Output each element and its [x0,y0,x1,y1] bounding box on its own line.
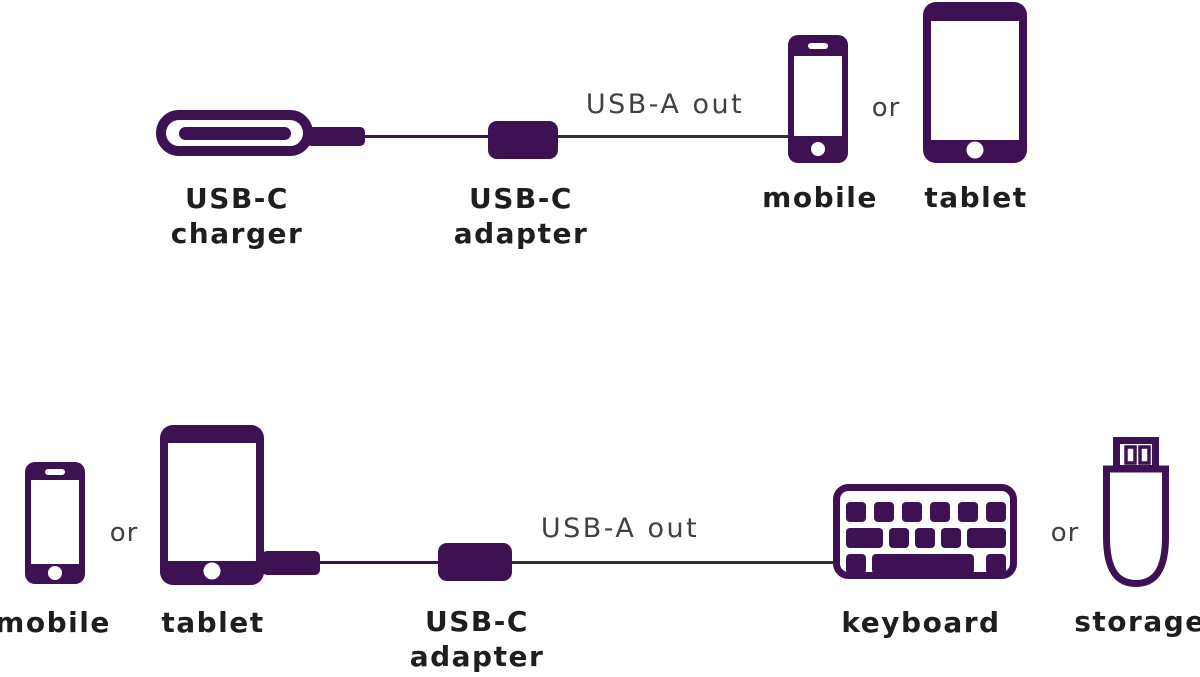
keyboard-key [986,502,1006,522]
or-label-bottom-left: or [109,518,139,548]
tablet-label-top: tablet [924,181,1028,214]
keyboard-key [874,502,894,522]
tablet-home-button [966,141,984,159]
usb-c-adapter-icon-bottom [438,543,512,581]
usb-c-adapter-icon-top [488,121,558,159]
phone-speaker-slot [45,469,65,475]
usb-c-charger-icon [156,110,365,156]
keyboard-key [889,528,909,548]
tablet-screen [168,443,256,561]
mobile-label-top: mobile [762,181,878,214]
keyboard-key [902,502,922,522]
phone-screen [794,56,842,136]
keyboard-icon [833,484,1017,579]
charger-plug-blade [179,127,291,140]
phone-speaker-slot [808,43,828,49]
charger-connector-stub [306,127,365,146]
keyboard-key [846,502,866,522]
storage-label: storage [1074,605,1200,638]
tablet-screen [931,21,1019,140]
storage-body [1103,465,1169,588]
keyboard-key [958,502,978,522]
keyboard-label: keyboard [841,606,1001,639]
keyboard-key [846,528,883,548]
cable-label-top: USB-A out [585,89,745,120]
keyboard-key [915,528,935,548]
storage-usb-contact [1138,445,1151,465]
adapter-label-bottom: USB-C adapter [409,605,545,673]
keyboard-key [930,502,950,522]
mobile-label-bottom: mobile [0,606,111,639]
tablet-icon-bottom [160,425,264,585]
tablet-label-bottom: tablet [161,606,265,639]
tablet-home-button [203,562,221,580]
usb-storage-icon [1103,437,1169,588]
cable-label-bottom: USB-A out [540,513,700,544]
keyboard-spacebar [872,554,974,574]
mobile-phone-icon-bottom [25,462,85,584]
phone-screen [31,480,79,564]
mobile-phone-icon-top [788,35,848,163]
charger-label: USB-C charger [170,182,304,250]
keyboard-key [986,554,1006,574]
keyboard-key [941,528,961,548]
phone-home-button [48,566,62,580]
keyboard-key [846,554,866,574]
phone-home-button [811,142,825,156]
adapter-label-top: USB-C adapter [453,182,589,250]
keyboard-key [967,528,1006,548]
storage-usb-contact [1124,445,1137,465]
or-label-bottom-right: or [1050,518,1080,548]
usb-c-connector-stub-bottom [262,551,320,575]
tablet-icon-top [923,2,1027,163]
or-label-top: or [871,93,901,123]
